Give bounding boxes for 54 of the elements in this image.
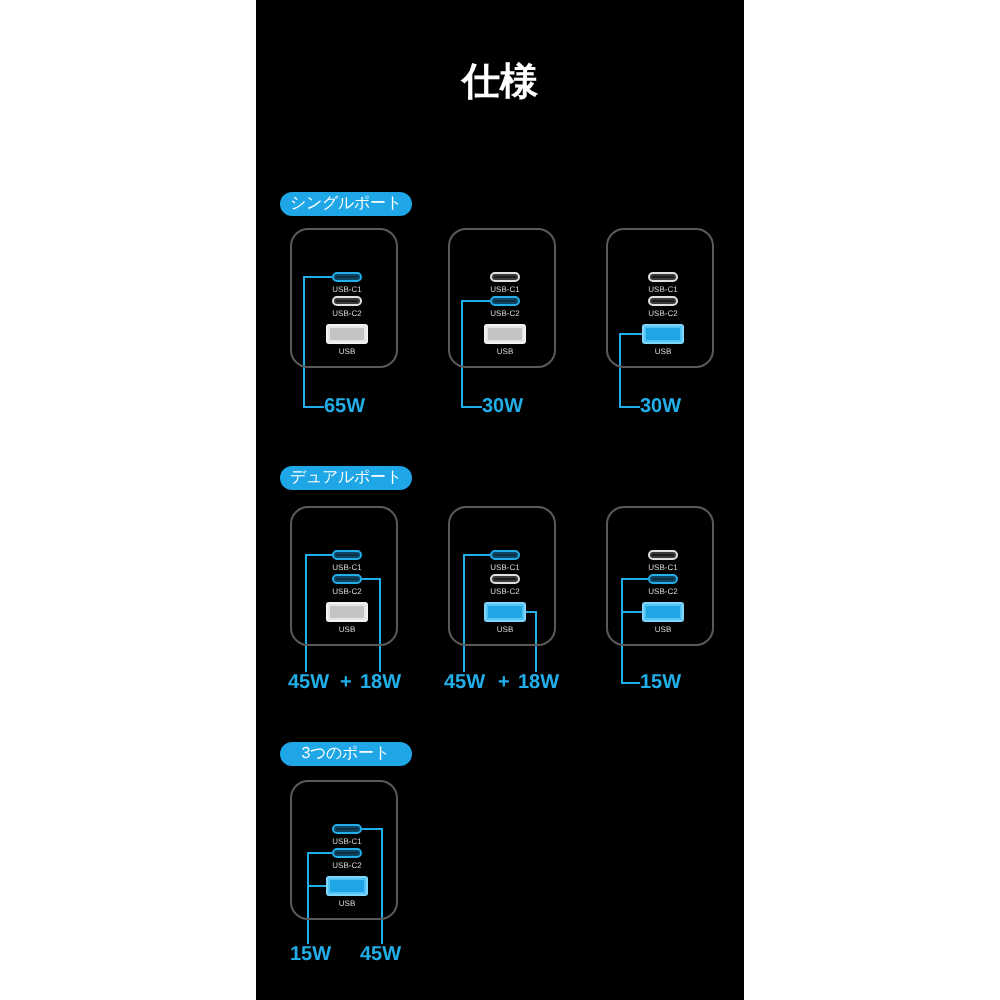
usb-c-port-icon (332, 824, 362, 834)
leader-line (619, 333, 643, 408)
leader-line (307, 885, 327, 945)
leader-line (361, 828, 383, 945)
section-tag: 3つのポート (280, 742, 412, 766)
title: 仕様 (462, 62, 538, 106)
wattage-label: 15W (290, 944, 332, 966)
usb-a-port-icon (326, 324, 368, 344)
usb-c-port-icon (648, 272, 678, 282)
usb-a-port-icon (326, 876, 368, 896)
charger-outline (290, 780, 398, 920)
usb-c-port-icon (490, 296, 520, 306)
charger-outline (448, 506, 556, 646)
usb-c-port-icon (332, 272, 362, 282)
leader-line (361, 578, 381, 673)
usb-c-port-icon (648, 574, 678, 584)
usb-a-port-icon (484, 324, 526, 344)
usb-c-port-icon (332, 550, 362, 560)
wattage-label: 30W (640, 396, 682, 418)
charger-outline (290, 506, 398, 646)
usb-c-port-icon (648, 550, 678, 560)
usb-a-port-icon (484, 602, 526, 622)
usb-a-port-icon (642, 324, 684, 344)
section-tag: シングルポート (280, 192, 412, 216)
wattage-label: 45W (360, 944, 402, 966)
wattage-label: 30W (482, 396, 524, 418)
wattage-label: 45W (288, 672, 330, 694)
usb-c-port-icon (648, 296, 678, 306)
wattage-label: 45W (444, 672, 486, 694)
usb-c-port-icon (332, 296, 362, 306)
usb-c-port-icon (490, 550, 520, 560)
usb-a-port-icon (642, 602, 684, 622)
usb-a-port-icon (326, 602, 368, 622)
charger-outline (290, 228, 398, 368)
wattage-label: 18W (360, 672, 402, 694)
usb-c-port-icon (490, 272, 520, 282)
leader-line (461, 300, 491, 408)
leader-line (463, 554, 491, 673)
leader-line (525, 611, 537, 673)
wattage-label: 18W (518, 672, 560, 694)
leader-line (305, 554, 333, 673)
leader-line (621, 611, 643, 684)
charger-outline (606, 506, 714, 646)
leader-line (303, 276, 333, 408)
usb-c-port-icon (332, 574, 362, 584)
section-tag: デュアルポート (280, 466, 412, 490)
usb-c-port-icon (332, 848, 362, 858)
wattage-label: 65W (324, 396, 366, 418)
charger-outline (606, 228, 714, 368)
plus-sign: + (340, 672, 352, 694)
usb-c-port-icon (490, 574, 520, 584)
charger-outline (448, 228, 556, 368)
wattage-label: 15W (640, 672, 682, 694)
plus-sign: + (498, 672, 510, 694)
